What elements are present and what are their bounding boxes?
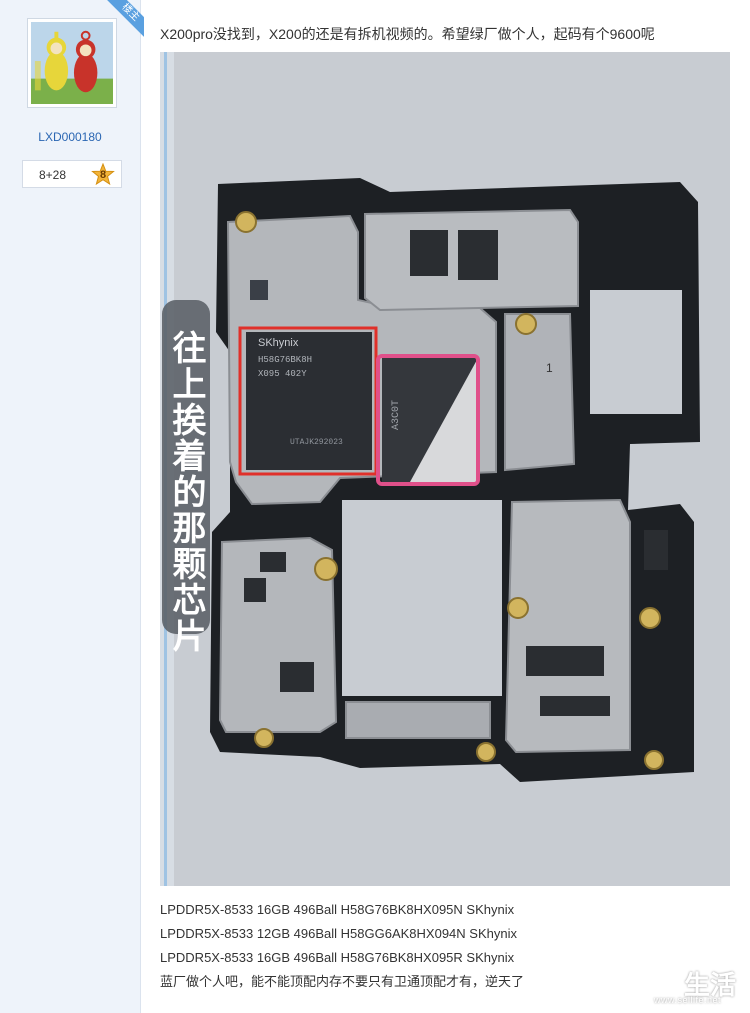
chip-code-text: X095 402Y bbox=[258, 369, 307, 379]
spec-line: LPDDR5X-8533 16GB 496Ball H58G76BK8HX095… bbox=[160, 902, 515, 917]
op-badge-label: 楼主 bbox=[105, 0, 144, 38]
user-sidebar: 楼主 LXD000180 8+28 8 bbox=[0, 0, 144, 1013]
watermark-text: 生活 bbox=[684, 970, 737, 1000]
comment-line: 蓝厂做个人吧，能不能顶配内存不要只有卫通顶配才有，逆天了 bbox=[160, 974, 525, 989]
username-link[interactable]: LXD000180 bbox=[38, 130, 102, 144]
motherboard-illustration: SKhynix H58G76BK8H X095 402Y UTAJK292023… bbox=[160, 52, 730, 886]
spec-line: LPDDR5X-8533 12GB 496Ball H58GG6AK8HX094… bbox=[160, 926, 517, 941]
chip-serial-text: UTAJK292023 bbox=[290, 438, 343, 447]
post-text-intro: X200pro没找到，X200的还是有拆机视频的。希望绿厂做个人，起码有个960… bbox=[160, 26, 655, 42]
watermark-url: www.sellife.net bbox=[654, 995, 722, 1005]
avatar[interactable] bbox=[27, 18, 117, 108]
chip-model-text: H58G76BK8H bbox=[258, 355, 312, 365]
soc-marking-text: A3C0T bbox=[391, 400, 402, 430]
chip-brand-text: SKhynix bbox=[258, 337, 299, 349]
post-photo-motherboard[interactable]: SKhynix H58G76BK8H X095 402Y UTAJK292023… bbox=[160, 52, 730, 886]
user-stats: 8+28 8 bbox=[22, 160, 122, 188]
op-badge: 楼主 bbox=[104, 0, 144, 40]
overlay-caption: 往上挨着的那颗芯片 bbox=[166, 330, 207, 654]
star-icon bbox=[91, 162, 115, 186]
level-badge: 8 bbox=[91, 162, 115, 187]
spec-line: LPDDR5X-8533 16GB 496Ball H58G76BK8HX095… bbox=[160, 950, 515, 965]
post-text-specs: LPDDR5X-8533 16GB 496Ball H58G76BK8HX095… bbox=[160, 898, 730, 994]
user-stats-value: 8+28 bbox=[39, 168, 67, 182]
level-number: 8 bbox=[99, 169, 107, 181]
avatar-image bbox=[31, 22, 113, 104]
board-mark-text: 1 bbox=[546, 361, 553, 375]
site-logo-icon bbox=[651, 968, 679, 996]
site-watermark: 生活 www.sellife.net bbox=[648, 961, 744, 1005]
